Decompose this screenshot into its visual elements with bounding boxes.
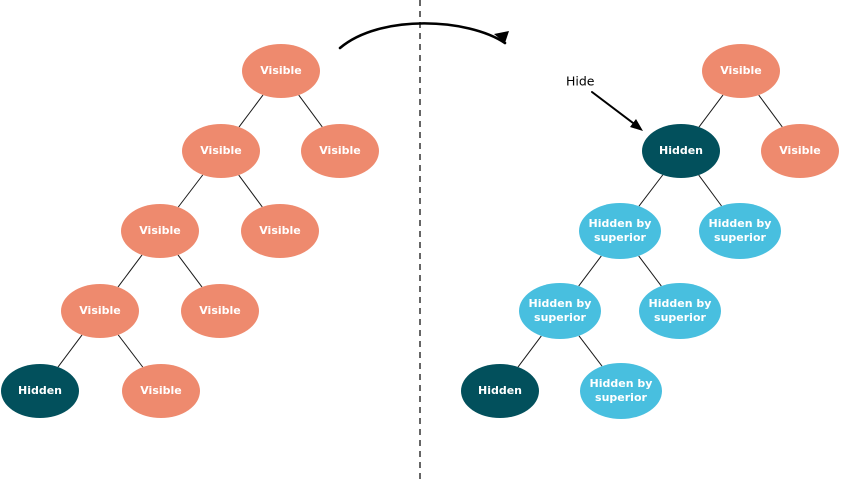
node-label: Visible	[79, 304, 121, 317]
tree-edge	[698, 174, 722, 207]
transform-arrow-head	[494, 31, 509, 43]
node-label: Hidden	[659, 144, 703, 157]
tree-edge	[117, 334, 144, 368]
tree-node-hidden[interactable]: Hidden	[461, 364, 539, 418]
node-ellipse	[702, 44, 780, 98]
tree-node-visible[interactable]: Visible	[181, 284, 259, 338]
tree-edge	[177, 254, 203, 288]
tree-node-visible[interactable]: Visible	[761, 124, 839, 178]
node-ellipse	[242, 44, 320, 98]
node-ellipse	[301, 124, 379, 178]
node-label: Visible	[319, 144, 361, 157]
tree-edge	[698, 94, 724, 128]
node-ellipse	[761, 124, 839, 178]
tree-edge	[517, 335, 542, 368]
node-ellipse	[639, 283, 721, 339]
node-label: Visible	[720, 64, 762, 77]
transform-arrow	[338, 22, 509, 50]
node-ellipse	[579, 203, 661, 259]
tree-node-visible[interactable]: Visible	[702, 44, 780, 98]
node-label: Visible	[259, 224, 301, 237]
tree-node-visible[interactable]: Visible	[122, 364, 200, 418]
tree-node-hidden[interactable]: Hidden	[1, 364, 79, 418]
node-ellipse	[580, 363, 662, 419]
node-label: Visible	[139, 224, 181, 237]
node-ellipse	[519, 283, 601, 339]
tree-node-visible[interactable]: Visible	[241, 204, 319, 258]
node-ellipse	[181, 284, 259, 338]
node-label: Visible	[140, 384, 182, 397]
tree-edge	[578, 255, 602, 287]
node-label: Hidden	[18, 384, 62, 397]
tree-node-hidden[interactable]: Hidden	[642, 124, 720, 178]
tree-edge	[177, 174, 204, 208]
node-ellipse	[642, 124, 720, 178]
node-label: Visible	[199, 304, 241, 317]
node-ellipse	[121, 204, 199, 258]
node-ellipse	[461, 364, 539, 418]
hide-annotation-label: Hide	[566, 74, 595, 89]
hide-arrow-head	[630, 119, 643, 131]
tree-edge	[238, 174, 263, 208]
node-ellipse	[182, 124, 260, 178]
tree-edge	[117, 254, 143, 288]
node-label: Visible	[779, 144, 821, 157]
node-ellipse	[699, 203, 781, 259]
node-ellipse	[1, 364, 79, 418]
node-label: Visible	[260, 64, 302, 77]
tree-node-visible[interactable]: Visible	[121, 204, 199, 258]
node-label: Hidden	[478, 384, 522, 397]
tree-node-visible[interactable]: Visible	[61, 284, 139, 338]
tree-node-visible[interactable]: Visible	[182, 124, 260, 178]
node-ellipse	[61, 284, 139, 338]
after-tree-edges	[517, 94, 783, 368]
node-label: Visible	[200, 144, 242, 157]
tree-node-visible[interactable]: Visible	[301, 124, 379, 178]
hide-arrow-line	[591, 91, 638, 127]
tree-edge	[638, 255, 662, 287]
tree-node-visible[interactable]: Visible	[242, 44, 320, 98]
tree-edge	[638, 174, 664, 207]
tree-edge	[238, 94, 264, 128]
tree-edge	[758, 94, 783, 128]
node-ellipse	[122, 364, 200, 418]
before-tree-edges	[57, 94, 323, 368]
node-ellipse	[241, 204, 319, 258]
tree-edge	[578, 335, 603, 367]
tree-edge	[298, 94, 323, 128]
tree-edge	[57, 334, 83, 368]
hide-annotation-group: Hide	[566, 74, 643, 131]
transform-arrow-curve	[338, 22, 507, 50]
